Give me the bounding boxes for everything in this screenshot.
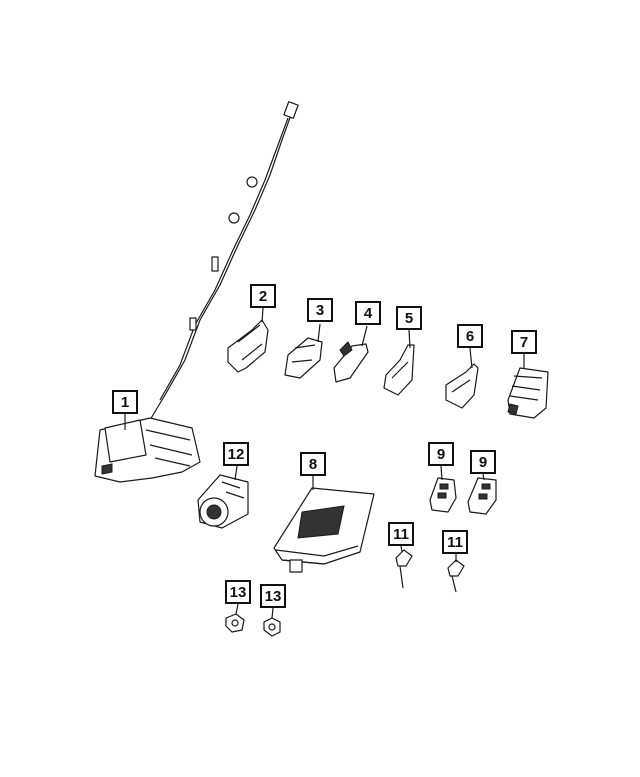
callout-2[interactable]: 2: [250, 284, 276, 308]
part-9-key-fob-a[interactable]: [429, 477, 457, 513]
part-1-antenna-module[interactable]: [94, 101, 299, 483]
callout-11-a[interactable]: 11: [388, 522, 414, 546]
callout-9-b[interactable]: 9: [470, 450, 496, 474]
part-9-key-fob-b[interactable]: [467, 477, 497, 515]
part-13-nut-b[interactable]: [263, 617, 281, 637]
callout-3[interactable]: 3: [307, 298, 333, 322]
callout-5[interactable]: 5: [396, 306, 422, 330]
part-13-nut-a[interactable]: [225, 613, 245, 633]
part-11-sensor-a[interactable]: [395, 549, 413, 589]
callout-7[interactable]: 7: [511, 330, 537, 354]
callout-9-a[interactable]: 9: [428, 442, 454, 466]
leader-lines: [124, 307, 525, 619]
callout-13-a[interactable]: 13: [225, 580, 251, 604]
callout-11-b[interactable]: 11: [442, 530, 468, 554]
part-8-control-module[interactable]: [273, 487, 375, 573]
part-3-bracket[interactable]: [284, 337, 323, 379]
callout-8[interactable]: 8: [300, 452, 326, 476]
callout-6[interactable]: 6: [457, 324, 483, 348]
part-12-ignition-switch[interactable]: [197, 474, 249, 529]
part-11-sensor-b[interactable]: [447, 559, 465, 593]
callout-13-b[interactable]: 13: [260, 584, 286, 608]
callout-12[interactable]: 12: [223, 442, 249, 466]
part-2-bracket[interactable]: [227, 319, 269, 373]
callout-4[interactable]: 4: [355, 301, 381, 325]
part-5-bracket[interactable]: [383, 344, 415, 396]
callout-1[interactable]: 1: [112, 390, 138, 414]
part-7-module[interactable]: [507, 367, 549, 419]
part-4-bracket[interactable]: [333, 341, 369, 383]
part-6-bracket[interactable]: [445, 363, 479, 409]
